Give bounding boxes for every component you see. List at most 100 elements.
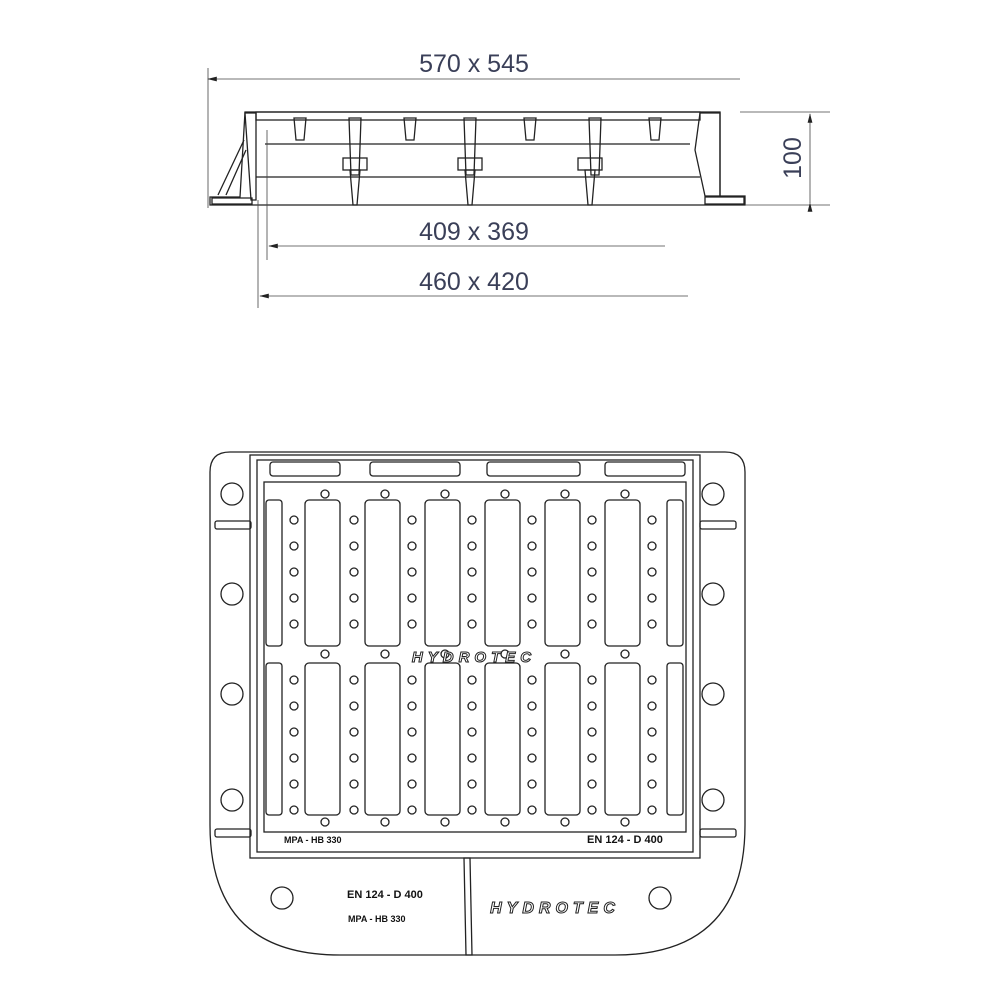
frame-bolt-hole (220, 482, 244, 506)
grate-hole (587, 701, 597, 711)
grate-hole (647, 727, 657, 737)
grate-hole (440, 649, 450, 659)
grate-hole (407, 619, 417, 629)
frame-mark-test: MPA - HB 330 (348, 914, 406, 924)
grate-hole (587, 515, 597, 525)
grate-hole (349, 675, 359, 685)
frame-hinge-tab (214, 520, 252, 530)
grate-hole (560, 817, 570, 827)
grate-slot (424, 499, 461, 647)
grate-hole (647, 515, 657, 525)
grate-hole (587, 753, 597, 763)
grate-hole (407, 805, 417, 815)
grate-hole (467, 567, 477, 577)
grate-hole (527, 701, 537, 711)
frame-wall-left (244, 112, 257, 201)
grate-lug (342, 157, 368, 171)
grate-rib (648, 117, 662, 141)
grate-hole (349, 567, 359, 577)
grate-top (255, 111, 701, 121)
grate-slot (604, 662, 641, 816)
grate-hole (349, 779, 359, 789)
grate-hole (647, 779, 657, 789)
grate-hole (647, 675, 657, 685)
grate-hole (500, 489, 510, 499)
grate-hole (467, 515, 477, 525)
grate-hole (407, 541, 417, 551)
grate-hole (440, 817, 450, 827)
frame-flange-left (211, 197, 253, 205)
grate-hole (587, 619, 597, 629)
grate-hole (647, 619, 657, 629)
grate-rib (588, 117, 602, 176)
grate-hole (647, 567, 657, 577)
grate-hole (289, 727, 299, 737)
grate-hole (407, 727, 417, 737)
grate-hole (407, 701, 417, 711)
grate-hole (289, 593, 299, 603)
grate-rib (523, 117, 537, 141)
frame-rib (225, 149, 247, 196)
grate-slot (304, 662, 341, 816)
grate-rib (348, 117, 362, 176)
frame-outline (209, 451, 746, 956)
frame-bolt-hole (701, 682, 725, 706)
grate-hole (289, 567, 299, 577)
grate-hole (467, 593, 477, 603)
grate-hole (620, 489, 630, 499)
frame-bolt-hole (701, 482, 725, 506)
grate-hole (467, 675, 477, 685)
grate-hole (467, 619, 477, 629)
grate-hole (587, 805, 597, 815)
grate-rib (403, 117, 417, 141)
grate-hole (380, 649, 390, 659)
grate-hole (527, 593, 537, 603)
grate-slot (304, 499, 341, 647)
dimension-frame-opening-label: 460 x 420 (419, 268, 529, 296)
grate-rib (463, 117, 477, 176)
grate-recess (604, 461, 686, 477)
grate-pin (464, 169, 476, 206)
grate-hole (289, 753, 299, 763)
grate-slot (544, 662, 581, 816)
grate-hole (527, 727, 537, 737)
grate-hole (349, 619, 359, 629)
grate-pin (584, 169, 596, 206)
grate-hole (467, 727, 477, 737)
grate-hole (407, 675, 417, 685)
grate-hole (407, 593, 417, 603)
grate-hole (467, 805, 477, 815)
grate-hole (620, 649, 630, 659)
grate-hole (647, 701, 657, 711)
dimension-clear-opening-label: 409 x 369 (419, 218, 529, 246)
grate-hole (527, 753, 537, 763)
frame-hinge-tab (699, 520, 737, 530)
grate-slot-side (666, 499, 684, 647)
grate-hole (527, 619, 537, 629)
grate-slot (364, 662, 401, 816)
grate-hole (467, 753, 477, 763)
grate-hole (620, 817, 630, 827)
grate-lug (457, 157, 483, 171)
grate-hole (527, 675, 537, 685)
frame-bolt-hole (701, 788, 725, 812)
grate-slot-side (666, 662, 684, 816)
grate-hole (349, 753, 359, 763)
frame-wall-right (694, 112, 721, 197)
grate-slot-side (265, 499, 283, 647)
grate-hole (560, 649, 570, 659)
grate-hole (500, 817, 510, 827)
grate-hole (349, 805, 359, 815)
grate-hole (467, 779, 477, 789)
grate-hole (527, 779, 537, 789)
grate-hole (527, 805, 537, 815)
grate-slot (424, 662, 461, 816)
grate-hole (560, 489, 570, 499)
grate-hole (289, 541, 299, 551)
frame-slot (463, 857, 473, 956)
grate-hole (587, 675, 597, 685)
grate-hole (349, 541, 359, 551)
frame-hinge-tab (214, 828, 252, 838)
grate-hole (320, 489, 330, 499)
